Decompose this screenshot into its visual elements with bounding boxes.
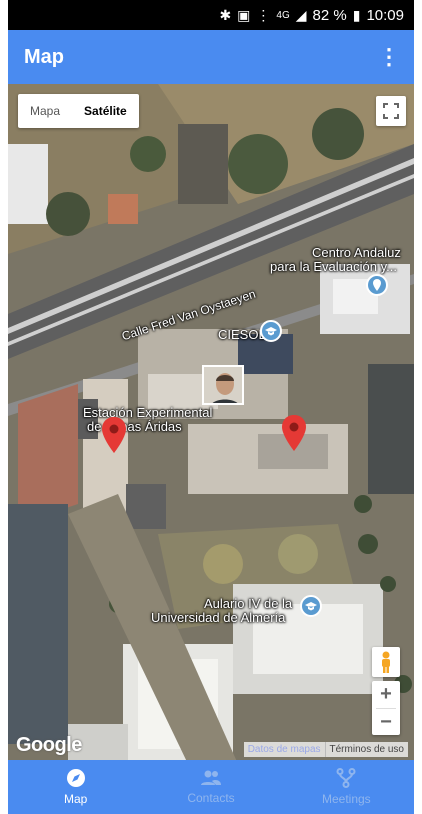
map-label-centro-1: Centro Andaluz — [312, 245, 401, 260]
contacts-icon — [200, 770, 221, 785]
phone-screen: ✱ ▣ ⋮ 4G ◢ 82 % ▮ 10:09 Map ⋮ — [8, 0, 414, 814]
poi-marker-centro[interactable] — [366, 274, 388, 296]
zoom-divider — [376, 708, 396, 709]
battery-percent: 82 % — [312, 6, 347, 24]
nav-item-meetings[interactable]: Meetings — [279, 760, 414, 814]
nav-item-map[interactable]: Map — [8, 760, 143, 814]
map-type-satellite-button[interactable]: Satélite — [84, 104, 127, 118]
bluetooth-icon: ✱ — [219, 6, 232, 23]
zoom-in-button[interactable]: + — [380, 683, 392, 705]
app-bar: Map ⋮ — [8, 30, 414, 84]
terms-of-use-link[interactable]: Términos de uso — [324, 742, 408, 757]
place-icon — [373, 279, 381, 291]
nfc-icon: ▣ — [237, 6, 251, 23]
location-pin-icon[interactable] — [101, 417, 127, 453]
fullscreen-icon — [383, 103, 399, 119]
satellite-imagery — [8, 84, 414, 760]
map-label-aulario-1: Aulario IV de la — [204, 596, 293, 611]
nav-item-label: Contacts — [187, 791, 235, 805]
google-logo: Google — [16, 734, 82, 756]
pegman-icon — [382, 651, 390, 673]
poi-marker-ciesol[interactable] — [260, 320, 282, 342]
street-view-button[interactable] — [372, 647, 400, 677]
clock: 10:09 — [366, 6, 404, 24]
location-pin-icon[interactable] — [281, 415, 307, 451]
school-icon — [265, 327, 277, 336]
nav-item-contacts[interactable]: Contacts — [143, 760, 278, 814]
map-label-estacion-1: Estación Experimental — [83, 405, 213, 420]
battery-icon: ▮ — [352, 6, 361, 23]
bottom-navigation: Map Contacts Meetings — [8, 760, 414, 814]
compass-icon — [66, 769, 85, 787]
map-view[interactable]: Mapa Satélite Centro Andaluz para la Eva… — [8, 84, 414, 760]
poi-marker-aulario[interactable] — [300, 595, 322, 617]
fullscreen-button[interactable] — [376, 96, 406, 126]
signal-icon: ◢ — [295, 6, 307, 23]
school-icon — [305, 602, 317, 611]
status-bar: ✱ ▣ ⋮ 4G ◢ 82 % ▮ 10:09 — [8, 0, 414, 30]
map-label-ciesol: CIESOL — [218, 327, 266, 342]
map-data-link[interactable]: Datos de mapas — [247, 744, 321, 755]
map-type-map-button[interactable]: Mapa — [30, 104, 61, 118]
contact-photo-marker[interactable] — [202, 365, 244, 405]
map-type-control: Mapa Satélite — [18, 94, 139, 128]
map-label-centro-2: para la Evaluación y... — [270, 259, 397, 274]
avatar — [204, 367, 242, 403]
network-type: 4G — [276, 9, 290, 21]
zoom-control: + − — [372, 681, 400, 735]
map-attribution: Datos de mapas Términos de uso — [243, 742, 408, 757]
meetings-icon — [336, 768, 356, 788]
more-options-icon[interactable]: ⋮ — [378, 44, 400, 69]
map-label-aulario-2: Universidad de Almería — [151, 610, 286, 625]
page-title: Map — [24, 45, 64, 68]
zoom-out-button[interactable]: − — [380, 711, 392, 733]
vibrate-icon: ⋮ — [256, 6, 271, 23]
nav-item-label: Map — [63, 792, 88, 806]
nav-item-label: Meetings — [321, 792, 371, 806]
